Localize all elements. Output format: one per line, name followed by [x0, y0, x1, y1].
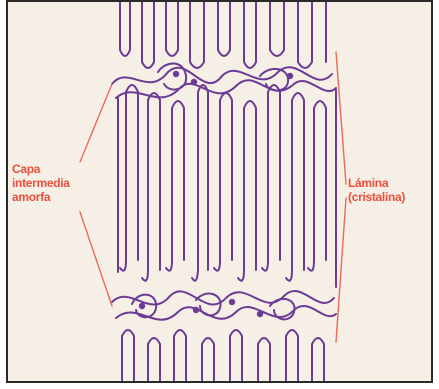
middle-lamina-tail	[262, 260, 268, 271]
middle-lamina-tail	[214, 260, 220, 271]
chain-end-dot	[287, 73, 293, 79]
middle-lamina-tail	[308, 260, 314, 271]
middle-lamina-tail	[166, 260, 172, 271]
middle-lamina-tail	[238, 270, 244, 281]
bottom-lamina-fold	[258, 338, 270, 381]
leader-line-to-top-amorphous	[80, 84, 112, 162]
bottom-lamina-fold	[286, 330, 298, 381]
amorphous-label-line-1: Capa	[12, 162, 70, 176]
middle-lamina-fold-top	[220, 93, 232, 260]
top-lamina-fold	[166, 2, 178, 56]
bottom-lamina-fold	[148, 338, 160, 381]
bottom-lamina-fold	[174, 330, 186, 381]
lamina-label-line-2: (cristalina)	[348, 190, 405, 204]
top-lamina-fold	[120, 2, 130, 56]
top-lamina-fold	[298, 2, 312, 68]
crystalline-lamina-label: Lámina (cristalina)	[348, 176, 405, 204]
middle-lamina-fold-top	[268, 85, 280, 260]
middle-lamina-tail	[286, 270, 292, 281]
amorphous-label-line-3: amorfa	[12, 190, 70, 204]
middle-lamina-fold-top	[244, 101, 256, 270]
top-lamina-fold	[218, 2, 230, 56]
diagram-frame: Capa intermedia amorfa Lámina (cristalin…	[6, 0, 433, 383]
top-lamina-fold	[244, 2, 256, 68]
middle-lamina-fold-top	[148, 93, 160, 270]
top-lamina-fold	[190, 2, 204, 68]
middle-lamina-fold-top	[126, 85, 138, 260]
amorphous-tangle-bottom	[112, 291, 334, 305]
chain-end-dot	[193, 307, 199, 313]
bottom-lamina-fold	[202, 338, 214, 381]
chain-end-dot	[191, 79, 197, 85]
middle-lamina-tail	[120, 260, 126, 271]
bottom-lamina-fold	[122, 330, 134, 381]
middle-lamina-fold-top	[292, 93, 304, 270]
bottom-lamina-fold	[230, 330, 242, 381]
leader-line-to-bottom-lamina	[336, 198, 346, 342]
amorphous-label-line-2: intermedia	[12, 176, 70, 190]
bottom-lamina-fold	[312, 338, 324, 381]
chain-end-dot	[173, 71, 179, 77]
chain-end-dot	[139, 303, 145, 309]
chain-end-dot	[229, 299, 235, 305]
top-lamina-fold	[270, 2, 284, 56]
middle-lamina-fold-top	[172, 101, 184, 260]
middle-lamina-fold-top	[198, 85, 208, 270]
chain-end-dot	[257, 311, 263, 317]
leader-line-to-top-lamina	[336, 52, 346, 184]
amorphous-layer-label: Capa intermedia amorfa	[12, 162, 70, 204]
leader-line-to-bottom-amorphous	[80, 212, 112, 306]
middle-lamina-fold-top	[314, 101, 326, 260]
middle-lamina-tail	[142, 270, 148, 281]
top-lamina-fold	[142, 2, 154, 68]
lamina-label-line-1: Lámina	[348, 176, 405, 190]
middle-lamina-tail	[192, 270, 198, 281]
